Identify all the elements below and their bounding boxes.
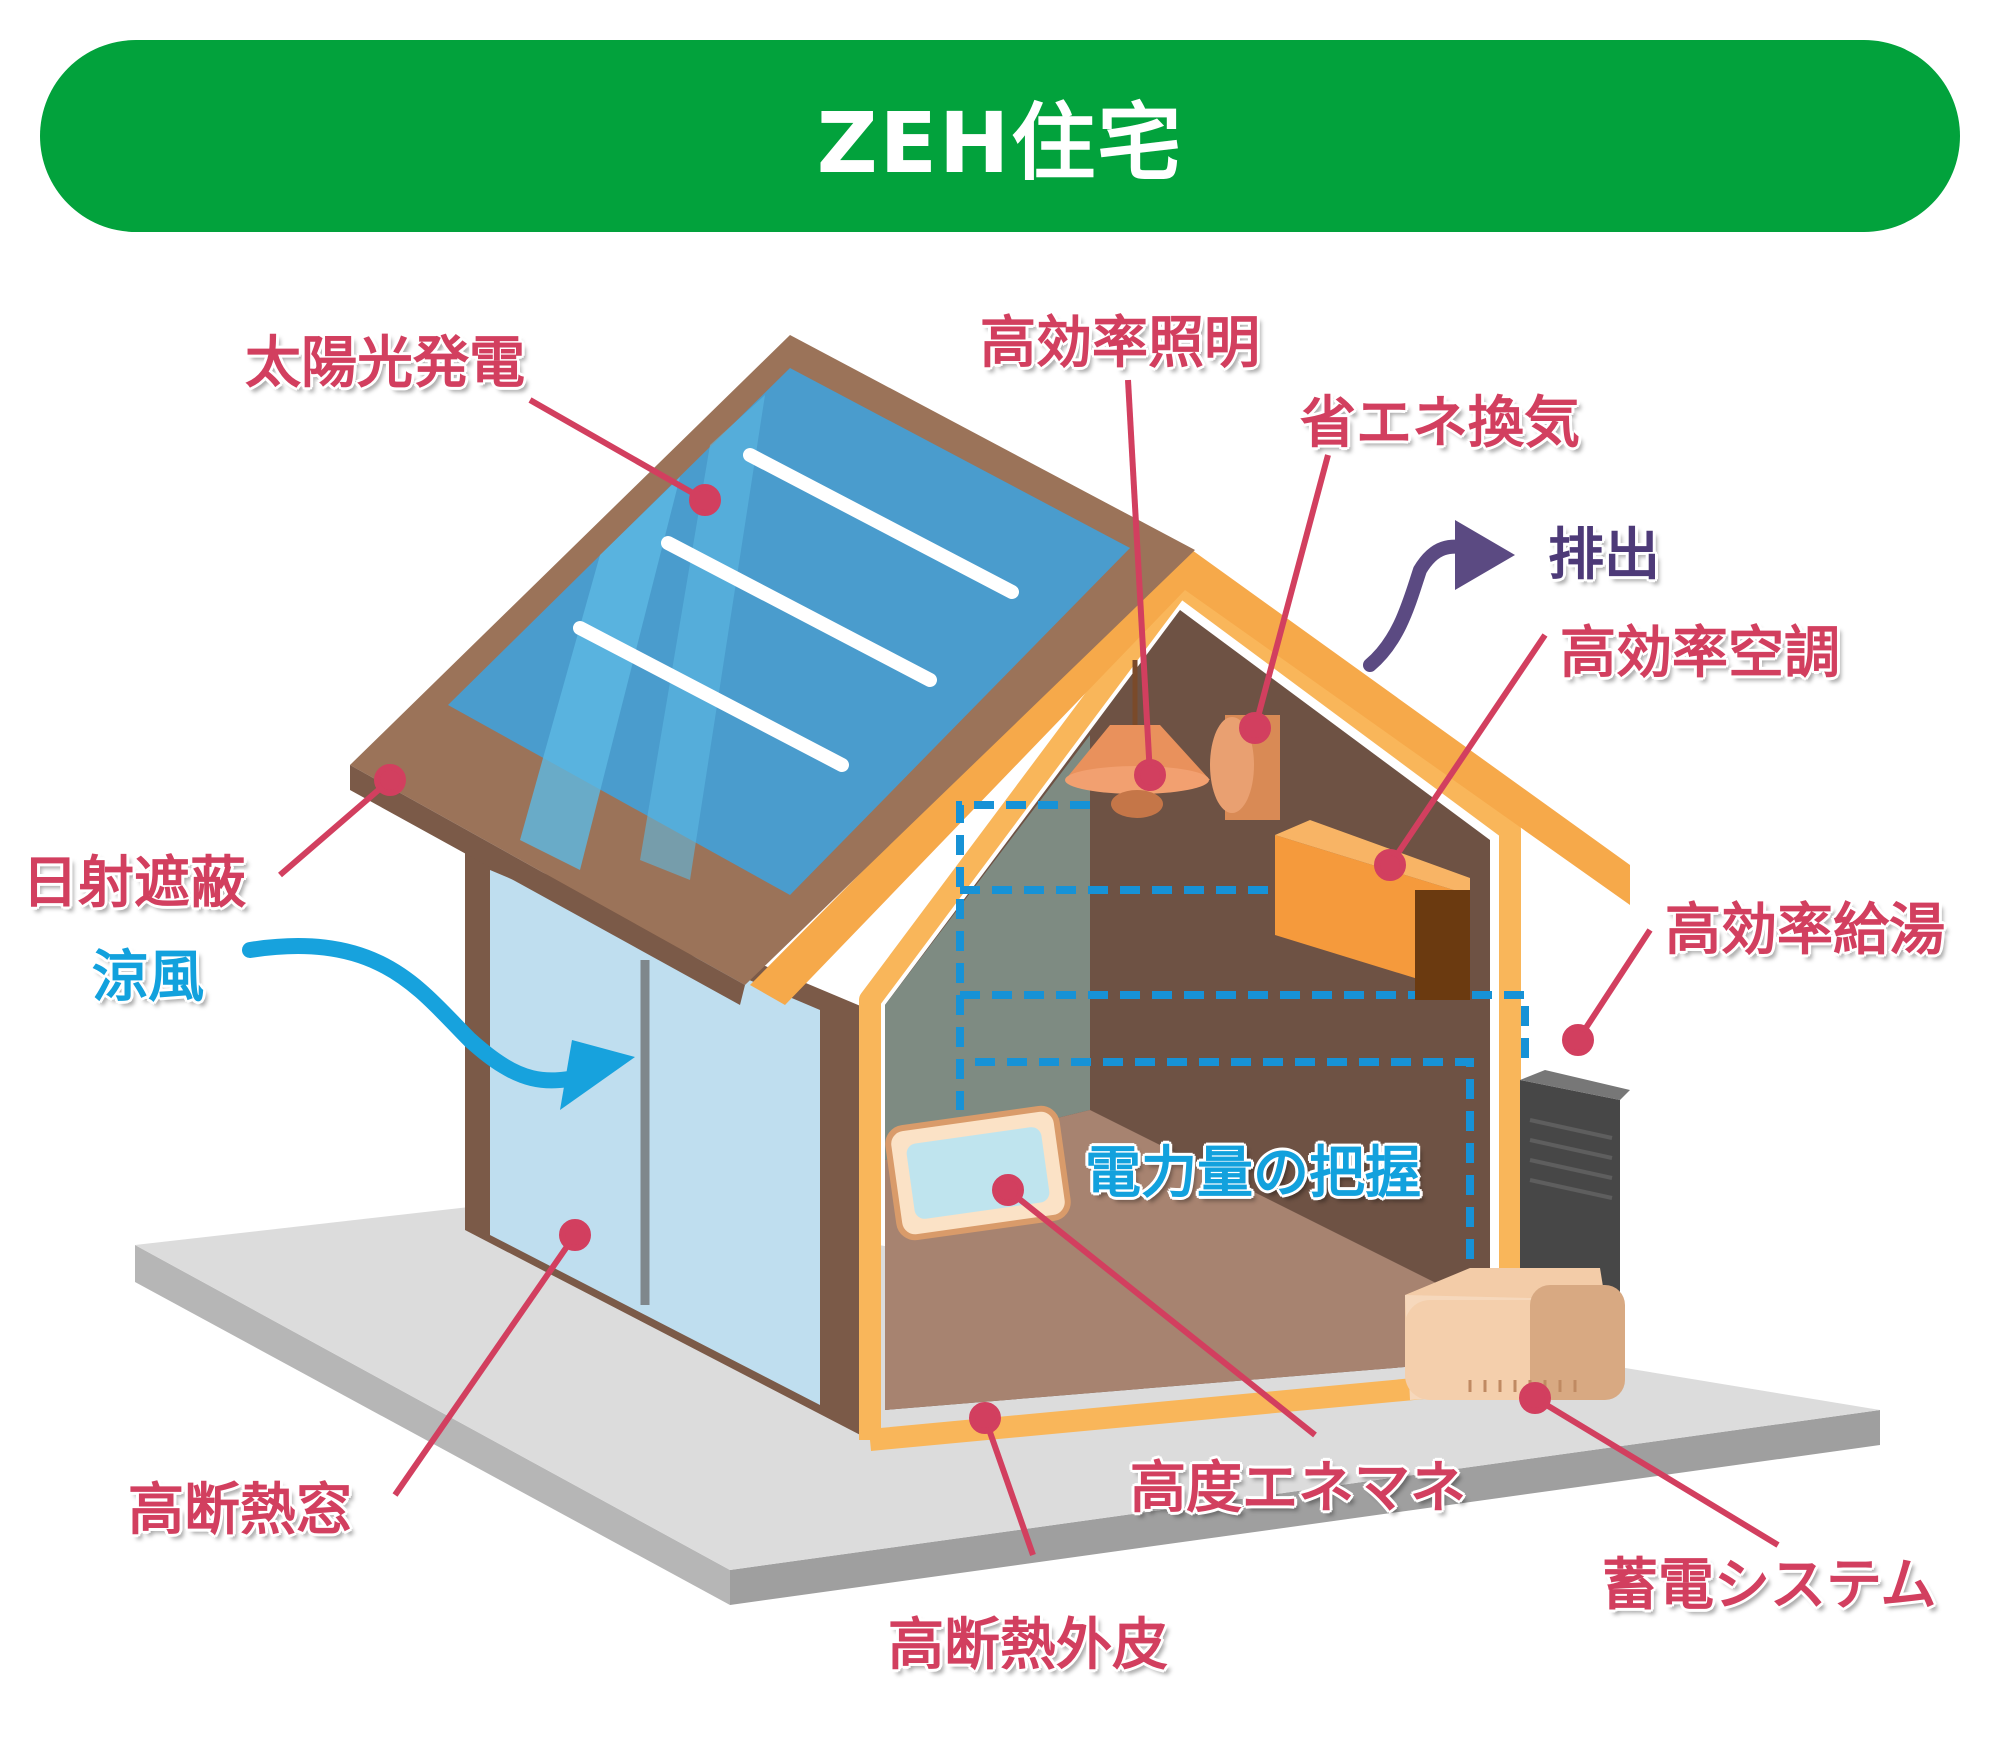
title-banner: ZEH住宅 <box>40 40 1960 232</box>
label-ventilation: 省エネ換気 <box>1300 391 1580 456</box>
label-battery: 蓄電システム <box>1602 1553 1937 1618</box>
water-heater <box>1520 1070 1630 1325</box>
label-solar: 太陽光発電 <box>245 331 525 396</box>
label-breeze: 涼風 <box>92 945 204 1010</box>
label-envelope: 高断熱外皮 <box>888 1613 1168 1678</box>
label-water-heater: 高効率給湯 <box>1665 898 1945 963</box>
wiring <box>956 801 1529 1270</box>
exhaust-arrow-icon <box>1363 520 1515 672</box>
label-aircon: 高効率空調 <box>1560 621 1840 686</box>
label-exhaust: 排出 <box>1548 523 1660 588</box>
breeze-arrow-icon <box>242 938 635 1110</box>
battery-storage <box>1405 1268 1625 1400</box>
label-windows: 高断熱窓 <box>128 1478 352 1543</box>
glass-door <box>490 870 820 1405</box>
label-shading: 日射遮蔽 <box>22 851 246 916</box>
label-power-monitor: 電力量の把握 <box>1085 1141 1421 1206</box>
roof <box>350 335 1195 1005</box>
leader-lines <box>278 379 1780 1556</box>
label-energy-mgmt: 高度エネマネ <box>1130 1456 1466 1521</box>
solar-panel <box>448 368 1130 895</box>
label-lighting: 高効率照明 <box>980 311 1260 376</box>
page-title: ZEH住宅 <box>816 93 1184 192</box>
air-conditioner <box>1275 820 1470 1000</box>
cut-frame <box>859 574 1521 1451</box>
ventilation-unit <box>1210 715 1280 820</box>
